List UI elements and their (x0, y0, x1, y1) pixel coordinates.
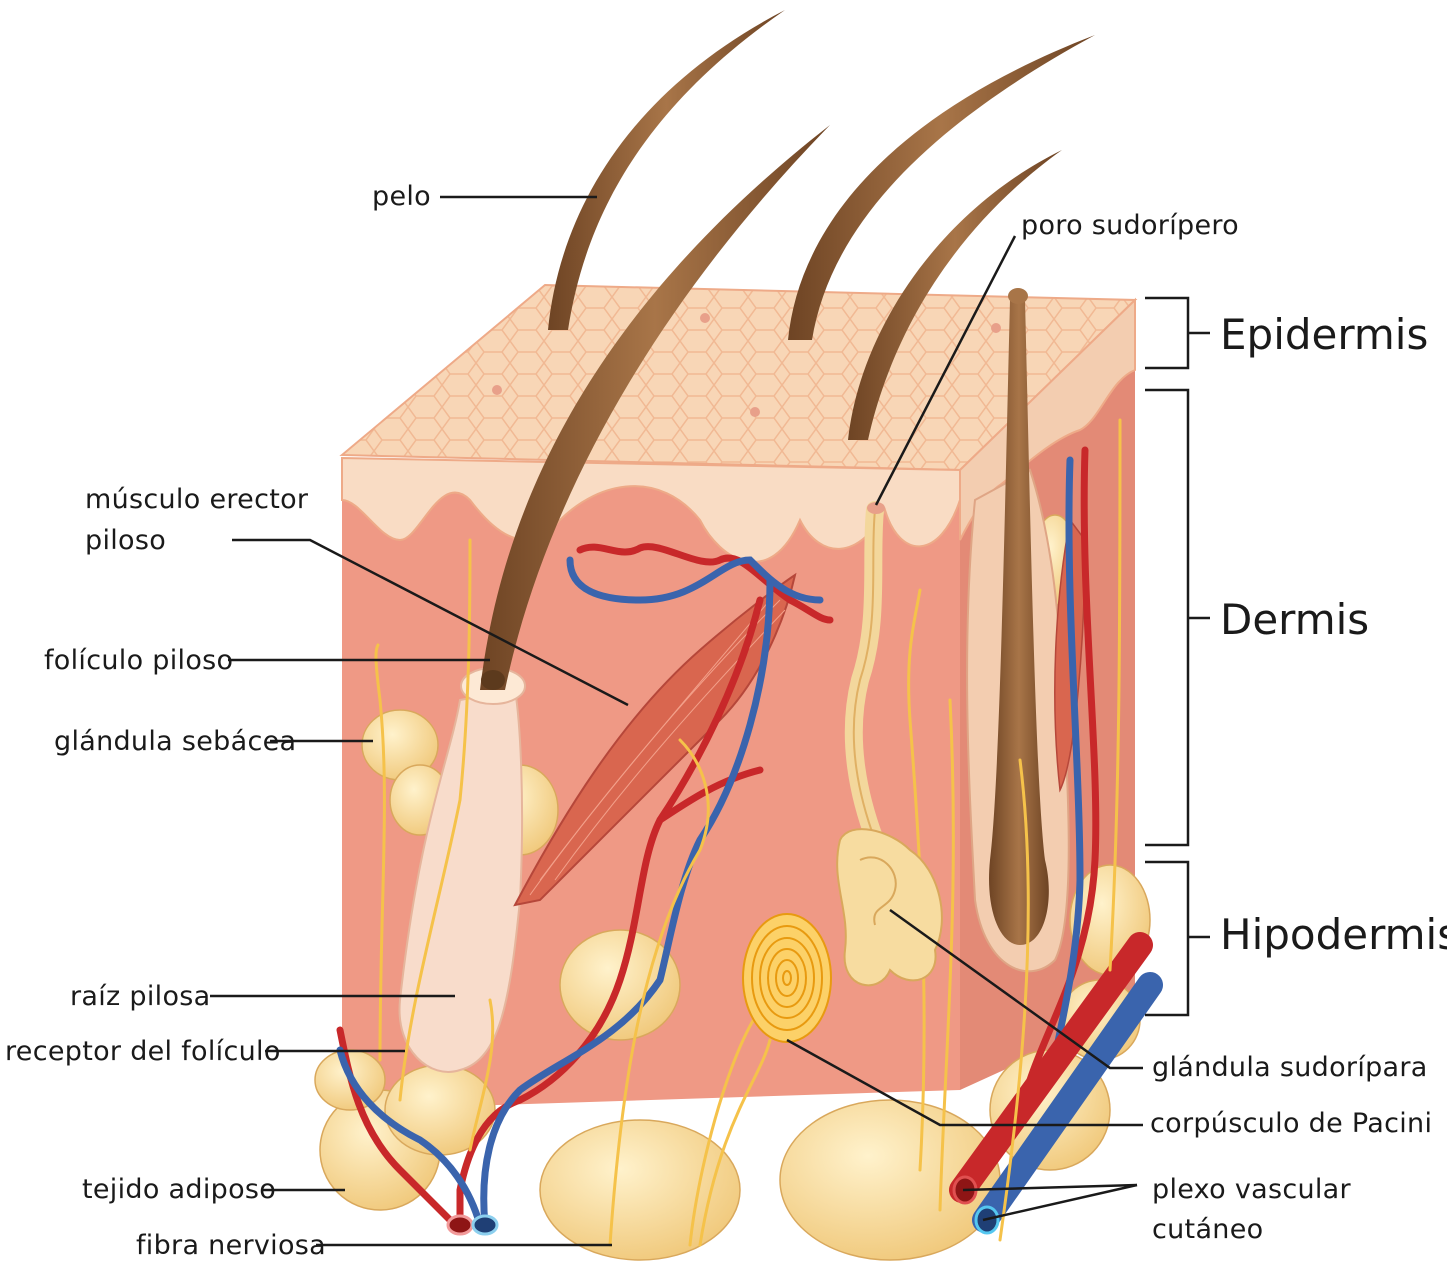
label-fibra-nerviosa: fibra nerviosa (136, 1230, 326, 1262)
label-poro-sudoripero: poro sudorípero (1021, 210, 1239, 242)
label-hipodermis: Hipodermis (1220, 911, 1447, 959)
label-glandula-sebacea: glándula sebácea (54, 726, 296, 758)
label-glandula-sudoripara: glándula sudorípara (1152, 1052, 1428, 1084)
label-tejido-adiposo: tejido adiposo (82, 1174, 276, 1206)
label-dermis: Dermis (1220, 596, 1369, 644)
label-epidermis: Epidermis (1220, 311, 1428, 359)
label-pelo: pelo (372, 181, 431, 213)
label-receptor-del-foliculo: receptor del folículo (5, 1036, 281, 1068)
label-raiz-pilosa: raíz pilosa (70, 981, 210, 1013)
pacinian-corpuscle (743, 914, 831, 1042)
label-corpusculo-de-pacini: corpúsculo de Pacini (1150, 1108, 1432, 1140)
label-plexo-vascular-cutaneo: plexo vascular cutáneo (1152, 1170, 1351, 1250)
label-musculo-erector-piloso: músculo erector piloso (85, 479, 308, 561)
label-foliculo-piloso: folículo piloso (44, 645, 233, 677)
